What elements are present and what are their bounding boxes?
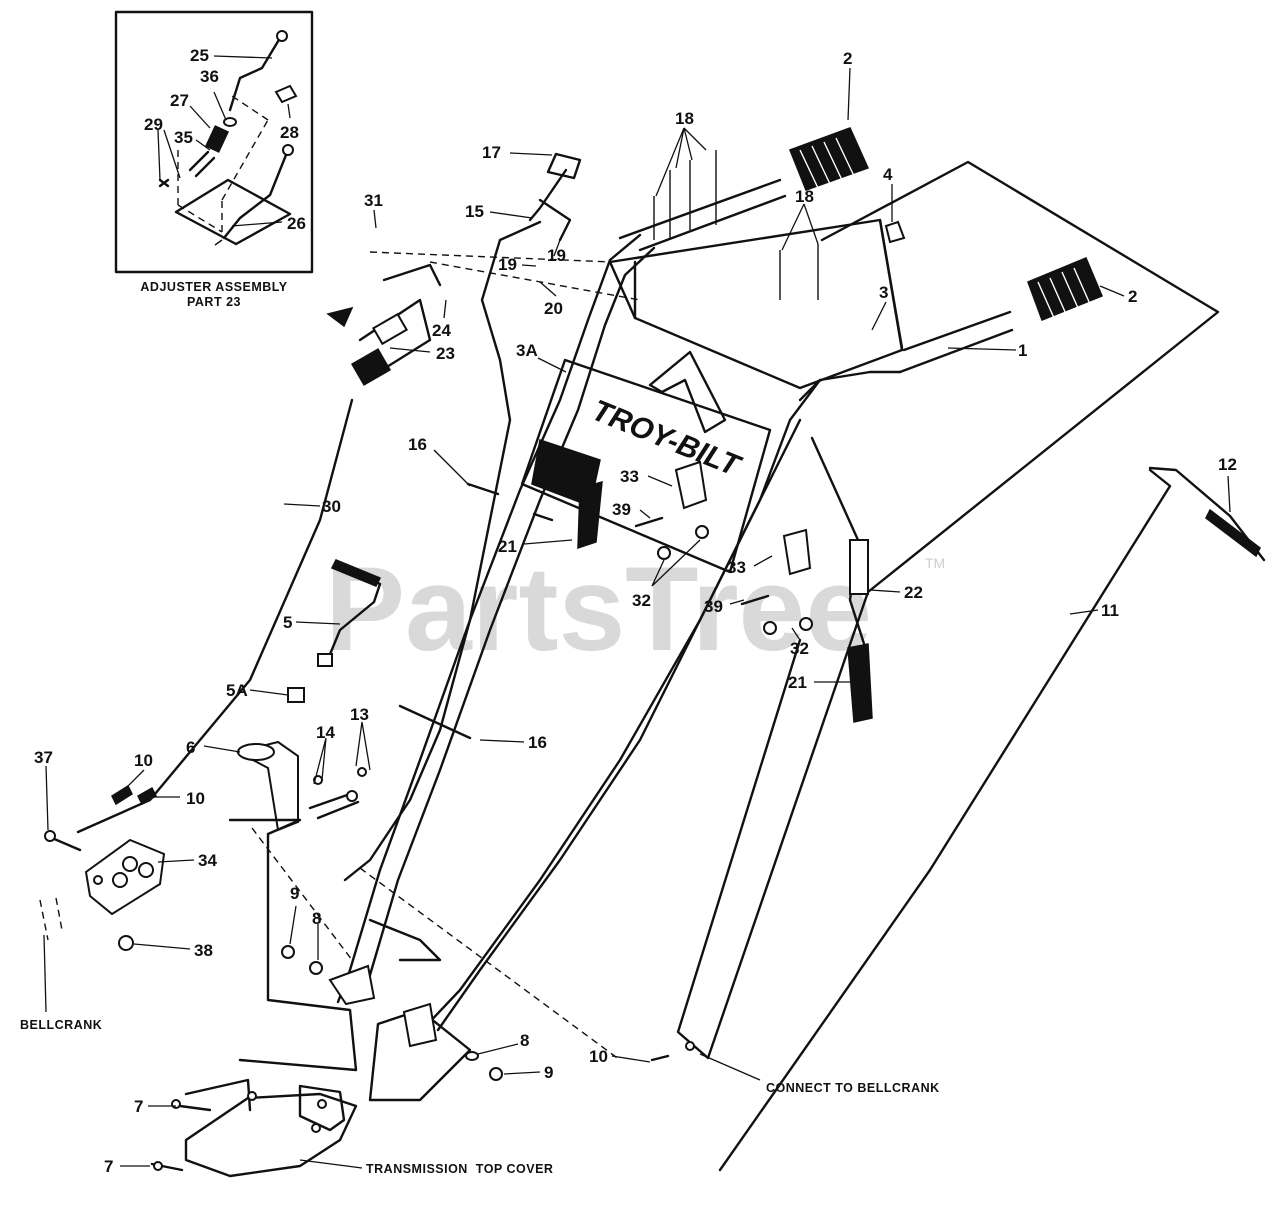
lever-21-right	[847, 643, 873, 723]
callout-27: 27	[170, 91, 189, 110]
callout-9-upper: 9	[290, 884, 299, 903]
callout-5a: 5A	[226, 681, 248, 700]
cable-30	[76, 398, 354, 834]
callout-28: 28	[280, 123, 299, 142]
callout-15: 15	[465, 202, 484, 221]
callout-39-right: 39	[704, 597, 723, 616]
lever-21-left	[577, 480, 603, 550]
adjuster-assembly-inset	[114, 10, 314, 274]
callout-8-lower: 8	[520, 1031, 529, 1050]
lever-22	[849, 539, 869, 595]
callout-3: 3	[879, 283, 888, 302]
rod-11	[718, 468, 1172, 1172]
callout-37: 37	[34, 748, 53, 767]
callout-36: 36	[200, 67, 219, 86]
callout-18-right: 18	[795, 187, 814, 206]
callout-33-left: 33	[620, 467, 639, 486]
callout-35: 35	[174, 128, 193, 147]
handlebar-tube-right-lower	[422, 378, 822, 1030]
handle-tube-left-upper	[618, 178, 787, 252]
callout-25: 25	[190, 46, 209, 65]
callout-8-upper: 8	[312, 909, 321, 928]
inset-frame	[114, 10, 314, 274]
decal-panel-3a	[520, 358, 772, 574]
callout-34: 34	[198, 851, 217, 870]
callout-30: 30	[322, 497, 341, 516]
callout-22: 22	[904, 583, 923, 602]
callout-10-bottom: 10	[589, 1047, 608, 1066]
callout-1: 1	[1018, 341, 1027, 360]
callout-2-right: 2	[1128, 287, 1137, 306]
callout-21-right: 21	[788, 673, 807, 692]
handle-tube-right	[898, 310, 1014, 374]
callout-16-top: 16	[408, 435, 427, 454]
console-top	[608, 218, 904, 390]
direction-arrow-icon	[326, 306, 354, 328]
inset-caption-line1: ADJUSTER ASSEMBLY	[140, 280, 287, 294]
cable-16	[343, 220, 542, 882]
transmission-top-cover-label: TRANSMISSION TOP COVER	[366, 1162, 553, 1176]
rod-15	[528, 168, 568, 222]
callout-16-bottom: 16	[528, 733, 547, 752]
console-bracket	[648, 350, 727, 434]
callout-labels: 25 36 27 28 29 35 26 2 18 17 15 31 19 19…	[34, 46, 1237, 1176]
callout-20: 20	[544, 299, 563, 318]
callout-3a: 3A	[516, 341, 538, 360]
watermark-text: PartsTree	[325, 542, 872, 676]
callout-17: 17	[482, 143, 501, 162]
watermark-trademark: TM	[925, 555, 945, 571]
lower-frame	[150, 818, 695, 1178]
connect-to-bellcrank-label: CONNECT TO BELLCRANK	[766, 1081, 940, 1095]
callout-23: 23	[436, 344, 455, 363]
clip-17	[546, 152, 582, 180]
adjuster-bracket	[174, 178, 292, 246]
adjuster-rod-upper	[228, 36, 282, 112]
leader-lines	[45, 55, 1231, 1169]
bellcrank-label: BELLCRANK	[20, 1018, 102, 1032]
captions: ADJUSTER ASSEMBLY PART 23 BELLCRANK CONN…	[20, 280, 940, 1176]
clip-4	[884, 220, 906, 244]
transmission-top-cover	[184, 1092, 358, 1178]
callout-11: 11	[1101, 601, 1119, 620]
callout-14: 14	[316, 723, 335, 742]
callout-18-top: 18	[675, 109, 694, 128]
callout-10-top: 10	[134, 751, 153, 770]
callout-19-left: 19	[498, 255, 517, 274]
grip-left	[789, 127, 870, 191]
bushing-5a	[287, 687, 305, 703]
callout-29: 29	[144, 115, 163, 134]
callout-38: 38	[194, 941, 213, 960]
callout-32-right: 32	[790, 639, 809, 658]
clip-28	[274, 84, 298, 104]
callout-6: 6	[186, 738, 195, 757]
callout-24: 24	[432, 321, 451, 340]
callout-10-right: 10	[186, 789, 205, 808]
callout-13: 13	[350, 705, 369, 724]
callout-31: 31	[364, 191, 383, 210]
callout-12: 12	[1218, 455, 1237, 474]
callout-19-right: 19	[547, 246, 566, 265]
callout-21-left: 21	[498, 537, 517, 556]
callout-7-upper: 7	[134, 1097, 143, 1116]
callout-5: 5	[283, 613, 292, 632]
callout-39-left: 39	[612, 500, 631, 519]
mount-bracket-left	[228, 818, 358, 1072]
callout-26: 26	[287, 214, 306, 233]
callout-7-lower: 7	[104, 1157, 113, 1176]
brand-logo: TROY-BILT	[587, 394, 746, 484]
callout-33-right: 33	[727, 558, 746, 577]
cable-assembly	[39, 220, 641, 1013]
inset-caption-line2: PART 23	[187, 295, 241, 309]
callout-4: 4	[883, 165, 893, 184]
callout-32-left: 32	[632, 591, 651, 610]
watermark: PartsTree TM	[325, 542, 945, 676]
spring-27	[205, 125, 229, 153]
grip-right	[1027, 257, 1103, 321]
adjuster-rod-lower	[222, 148, 290, 240]
handlebar-tube-left	[336, 233, 642, 1004]
callout-2-top: 2	[843, 49, 852, 68]
callout-9-lower: 9	[544, 1063, 553, 1082]
